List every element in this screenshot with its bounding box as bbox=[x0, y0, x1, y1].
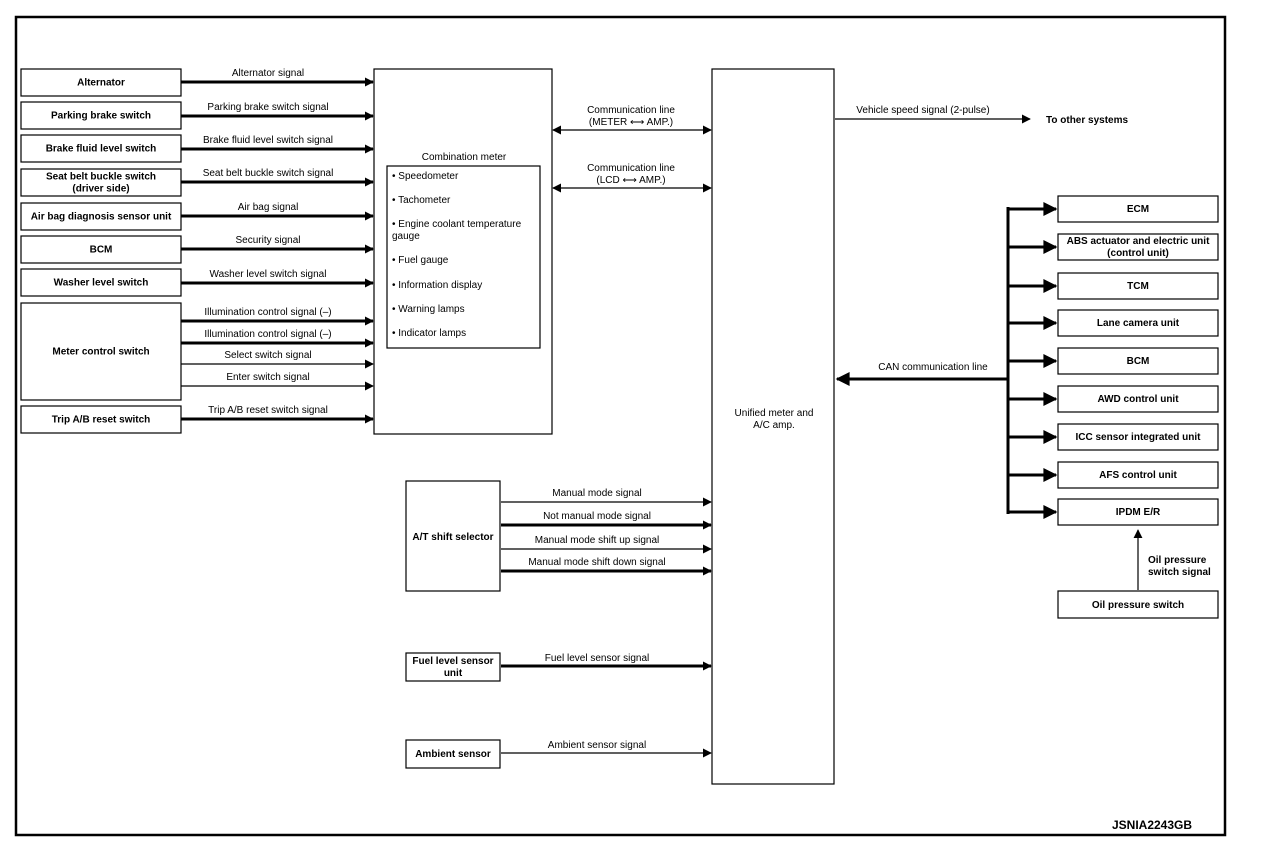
oil-pressure-switch-box-label: Oil pressure switch bbox=[1092, 600, 1184, 611]
unified-meter-box bbox=[711, 68, 835, 785]
can-unit-box-0-label: ECM bbox=[1127, 204, 1149, 215]
meter-item-4: • Information display bbox=[392, 280, 482, 291]
oil-pressure-switch-box bbox=[1057, 590, 1219, 619]
can-unit-box-4 bbox=[1057, 347, 1219, 375]
input-box-3-label: Seat belt buckle switch(driver side) bbox=[46, 171, 156, 194]
meter-item-0: • Speedometer bbox=[392, 171, 459, 182]
can-unit-box-8-label: IPDM E/R bbox=[1116, 507, 1161, 518]
connection-lines bbox=[181, 77, 1143, 758]
input-box-7-label: Meter control switch bbox=[52, 346, 149, 357]
at-signal-label-3: Manual mode shift down signal bbox=[528, 557, 665, 568]
signal-label-6-0: Washer level switch signal bbox=[210, 269, 327, 280]
input-box-0-label: Alternator bbox=[77, 77, 125, 88]
can-unit-box-7 bbox=[1057, 461, 1219, 489]
can-unit-box-3 bbox=[1057, 309, 1219, 337]
figure-code: JSNIA2243GB bbox=[1112, 818, 1192, 832]
combination-meter-title: Combination meter bbox=[422, 152, 507, 163]
signal-label-5-0: Security signal bbox=[235, 235, 300, 246]
input-box-4-label: Air bag diagnosis sensor unit bbox=[31, 211, 172, 222]
comm-label-1: Communication line(LCD ⟷ AMP.) bbox=[587, 163, 675, 186]
at-shift-selector-box-label: A/T shift selector bbox=[412, 532, 493, 543]
input-box-2 bbox=[20, 134, 182, 163]
can-unit-box-5 bbox=[1057, 385, 1219, 413]
signal-label-7-0: Illumination control signal (–) bbox=[204, 307, 331, 318]
signal-label-4-0: Air bag signal bbox=[238, 202, 299, 213]
signal-label-7-3: Enter switch signal bbox=[226, 372, 309, 383]
meter-item-3: • Fuel gauge bbox=[392, 255, 449, 266]
input-box-2-label: Brake fluid level switch bbox=[46, 143, 157, 154]
ambient-signal-label: Ambient sensor signal bbox=[548, 740, 646, 751]
input-box-8 bbox=[20, 405, 182, 434]
can-unit-box-0 bbox=[1057, 195, 1219, 223]
input-box-1-label: Parking brake switch bbox=[51, 110, 151, 121]
meter-item-5: • Warning lamps bbox=[392, 304, 465, 315]
input-box-6-label: Washer level switch bbox=[54, 277, 149, 288]
signal-label-7-1: Illumination control signal (–) bbox=[204, 329, 331, 340]
signal-label-7-2: Select switch signal bbox=[224, 350, 311, 361]
can-unit-box-2-label: TCM bbox=[1127, 281, 1149, 292]
to-other-systems-label: To other systems bbox=[1046, 115, 1128, 126]
input-box-1 bbox=[20, 101, 182, 130]
signal-label-8-0: Trip A/B reset switch signal bbox=[208, 405, 328, 416]
can-unit-box-1 bbox=[1057, 233, 1219, 261]
meter-item-6: • Indicator lamps bbox=[392, 328, 466, 339]
can-unit-box-2 bbox=[1057, 272, 1219, 300]
can-unit-box-6 bbox=[1057, 423, 1219, 451]
signal-label-2-0: Brake fluid level switch signal bbox=[203, 135, 333, 146]
can-unit-box-7-label: AFS control unit bbox=[1099, 470, 1177, 481]
input-box-5 bbox=[20, 235, 182, 264]
input-box-0 bbox=[20, 68, 182, 97]
input-box-6 bbox=[20, 268, 182, 297]
input-box-5-label: BCM bbox=[90, 244, 113, 255]
comm-label-0: Communication line(METER ⟷ AMP.) bbox=[587, 105, 675, 128]
can-unit-box-1-label: ABS actuator and electric unit(control u… bbox=[1067, 236, 1210, 259]
can-unit-box-6-label: ICC sensor integrated unit bbox=[1075, 432, 1201, 443]
fuel-level-sensor-box bbox=[405, 652, 501, 682]
component-boxes bbox=[20, 68, 1219, 785]
can-line-label: CAN communication line bbox=[878, 362, 988, 373]
signal-label-1-0: Parking brake switch signal bbox=[207, 102, 328, 113]
ambient-sensor-box bbox=[405, 739, 501, 769]
can-unit-box-8 bbox=[1057, 498, 1219, 526]
at-signal-label-2: Manual mode shift up signal bbox=[535, 535, 660, 546]
vehicle-speed-label: Vehicle speed signal (2-pulse) bbox=[856, 105, 989, 116]
at-shift-selector-box bbox=[405, 480, 501, 592]
input-box-8-label: Trip A/B reset switch bbox=[52, 414, 151, 425]
diagram-frame bbox=[14, 15, 1227, 837]
input-box-4 bbox=[20, 202, 182, 231]
can-unit-box-5-label: AWD control unit bbox=[1097, 394, 1179, 405]
can-unit-box-4-label: BCM bbox=[1127, 356, 1150, 367]
at-signal-label-1: Not manual mode signal bbox=[543, 511, 651, 522]
can-unit-box-3-label: Lane camera unit bbox=[1097, 318, 1180, 329]
input-box-3 bbox=[20, 168, 182, 197]
at-signal-label-0: Manual mode signal bbox=[552, 488, 642, 499]
input-box-7 bbox=[20, 302, 182, 401]
signal-label-0-0: Alternator signal bbox=[232, 68, 304, 79]
ambient-sensor-box-label: Ambient sensor bbox=[415, 749, 491, 760]
signal-label-3-0: Seat belt buckle switch signal bbox=[203, 168, 334, 179]
meter-item-1: • Tachometer bbox=[392, 195, 451, 206]
combination-meter-list-box bbox=[386, 165, 541, 349]
fuel-signal-label: Fuel level sensor signal bbox=[545, 653, 650, 664]
